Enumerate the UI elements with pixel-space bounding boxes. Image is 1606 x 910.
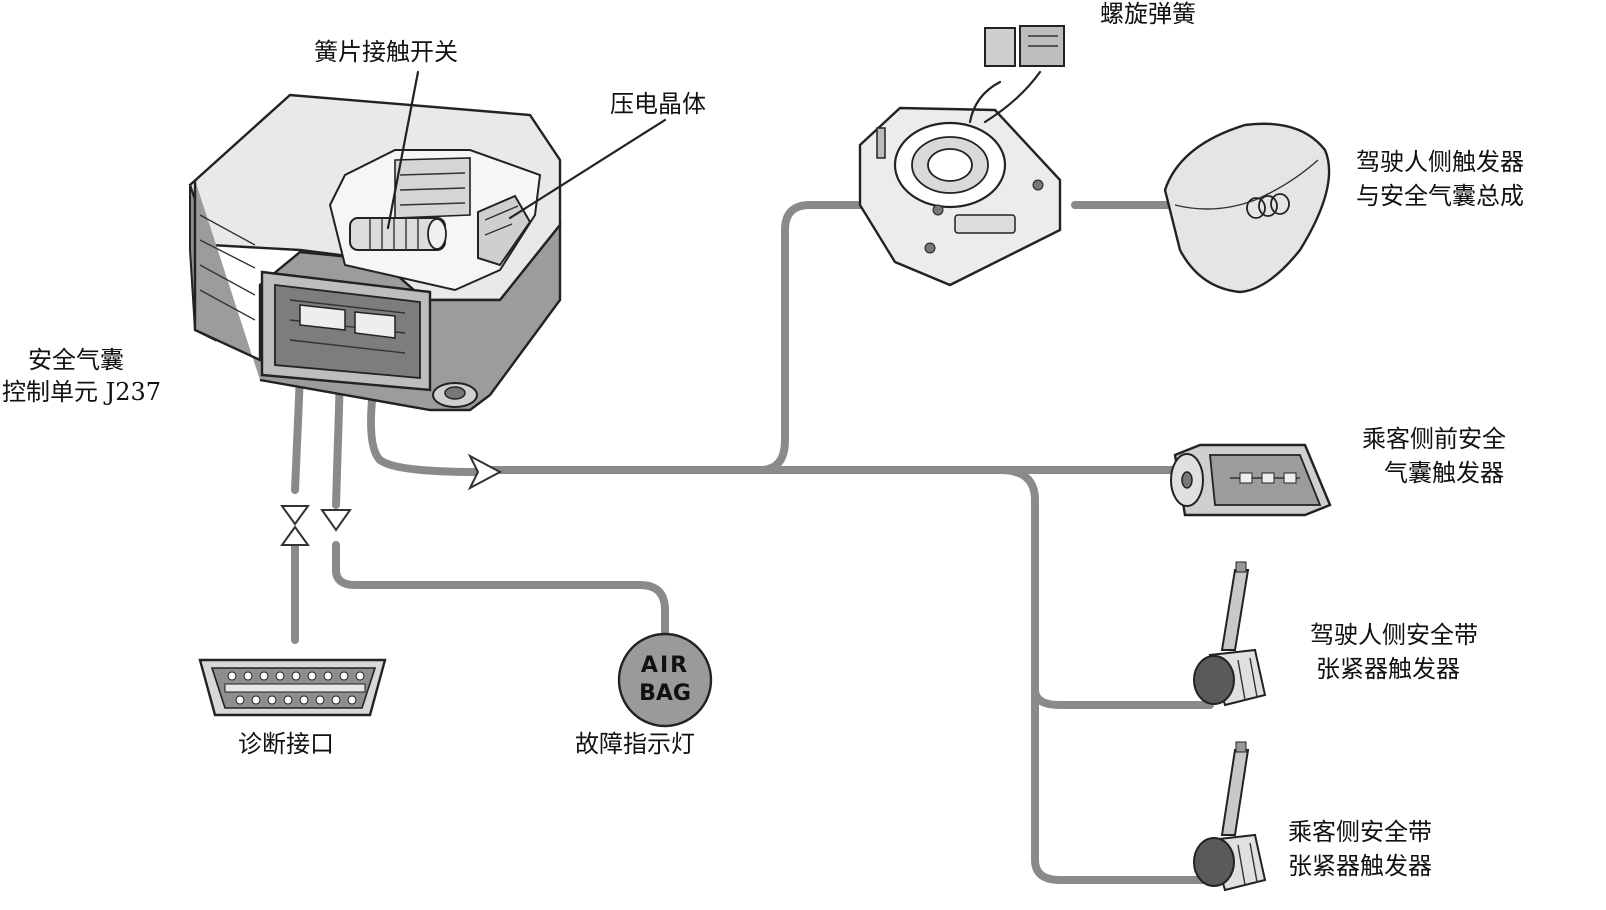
leader-lines bbox=[386, 70, 667, 230]
diagnostic-connector bbox=[198, 658, 387, 717]
label-spiral-spring: 螺旋弹簧 bbox=[1100, 0, 1196, 28]
signal-arrows bbox=[280, 453, 503, 546]
label-passenger-belt-1: 乘客侧安全带 bbox=[1288, 818, 1432, 846]
pin-row-bottom bbox=[235, 695, 357, 705]
passenger-airbag-trigger bbox=[1170, 443, 1332, 517]
wiring-harness bbox=[291, 201, 1214, 884]
fault-indicator-lamp: AIR BAG bbox=[617, 632, 713, 728]
label-fault-lamp: 故障指示灯 bbox=[575, 730, 695, 758]
label-reed-switch: 簧片接触开关 bbox=[314, 38, 458, 66]
label-diag-connector: 诊断接口 bbox=[238, 730, 334, 758]
label-driver-belt-1: 驾驶人侧安全带 bbox=[1310, 621, 1478, 649]
label-piezo-crystal: 压电晶体 bbox=[610, 90, 706, 118]
label-passenger-belt-2: 张紧器触发器 bbox=[1288, 852, 1432, 880]
labels: 簧片接触开关 压电晶体 安全气囊 控制单元 J237 螺旋弹簧 驾驶人侧触发器 … bbox=[2, 0, 1524, 880]
driver-airbag-module bbox=[1163, 122, 1331, 294]
down-arrow-right bbox=[320, 509, 352, 532]
driver-belt-tensioner bbox=[1193, 561, 1267, 707]
pin-row-top bbox=[227, 671, 365, 681]
label-driver-airbag-2: 与安全气囊总成 bbox=[1356, 182, 1524, 210]
passenger-belt-tensioner bbox=[1193, 741, 1267, 892]
lamp-text-air: AIR bbox=[641, 653, 689, 678]
label-control-unit-2: 控制单元 J237 bbox=[2, 378, 161, 406]
label-driver-airbag-1: 驾驶人侧触发器 bbox=[1356, 148, 1524, 176]
output-arrow bbox=[467, 453, 503, 491]
label-passenger-airbag-1: 乘客侧前安全 bbox=[1362, 425, 1506, 453]
down-arrow-left bbox=[280, 505, 310, 526]
label-driver-belt-2: 张紧器触发器 bbox=[1316, 655, 1460, 683]
airbag-control-unit bbox=[188, 93, 562, 412]
spiral-spring-clock bbox=[858, 25, 1065, 287]
label-passenger-airbag-2: 气囊触发器 bbox=[1384, 459, 1504, 487]
audi-rings-logo bbox=[1246, 193, 1290, 219]
label-control-unit-1: 安全气囊 bbox=[28, 346, 124, 374]
up-arrow-left bbox=[280, 525, 310, 546]
lamp-text-bag: BAG bbox=[639, 681, 691, 706]
